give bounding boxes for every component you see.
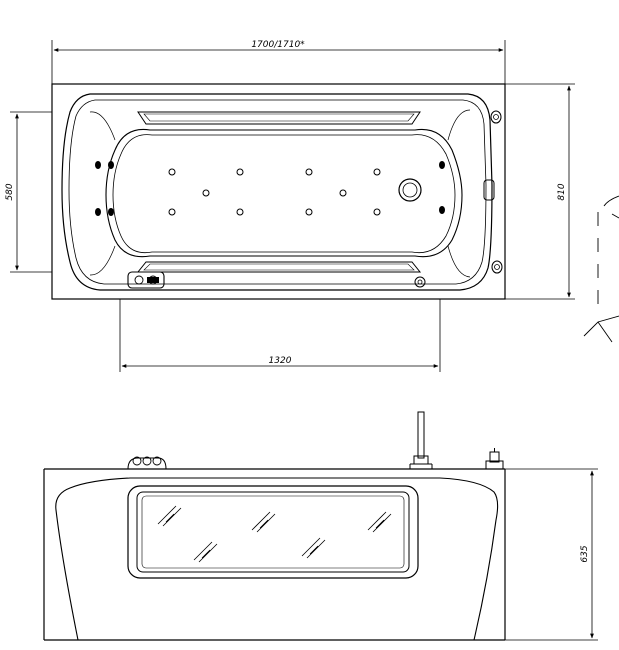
overflow-fittings: [414, 110, 503, 288]
dim-label-overall-length: 1700/1710*: [251, 40, 305, 50]
corner-symbol: [583, 195, 619, 343]
dim-label-inner-width: 580: [5, 183, 15, 200]
floor-air-jets: [168, 168, 381, 216]
basin-floor-inner: [112, 134, 456, 254]
side-glass-window: [127, 485, 419, 579]
dimension-overall-width: 810: [505, 83, 575, 300]
tub-rim-outline: [51, 83, 506, 300]
dimension-inner-width: 580: [5, 111, 52, 273]
basin-floor: [105, 128, 463, 258]
hand-shower-icon: [409, 411, 433, 469]
basin-outer-contour: [61, 93, 493, 291]
dimension-height: 635: [505, 468, 598, 641]
drain-icon: [398, 178, 422, 202]
right-side-jets: [439, 161, 445, 214]
control-panel-icon: [127, 271, 165, 289]
dimension-base-length: 1320: [119, 299, 441, 372]
top-view: 1700/1710*: [5, 40, 619, 372]
dimension-overall-length: 1700/1710*: [51, 40, 506, 84]
basin-inner-rim: [68, 99, 487, 285]
front-view: 635: [43, 411, 598, 641]
dim-label-height: 635: [580, 545, 590, 562]
rim-controls-icon: [127, 456, 167, 470]
top-strip: [137, 111, 421, 125]
left-side-jets: [95, 161, 114, 216]
apron-panel: [55, 477, 499, 641]
glass-reflection-marks: [157, 505, 392, 563]
dim-label-base-length: 1320: [269, 356, 292, 366]
bottom-strip: [136, 261, 422, 273]
overflow-knob-icon: [485, 448, 504, 470]
dim-label-overall-width: 810: [557, 183, 567, 200]
